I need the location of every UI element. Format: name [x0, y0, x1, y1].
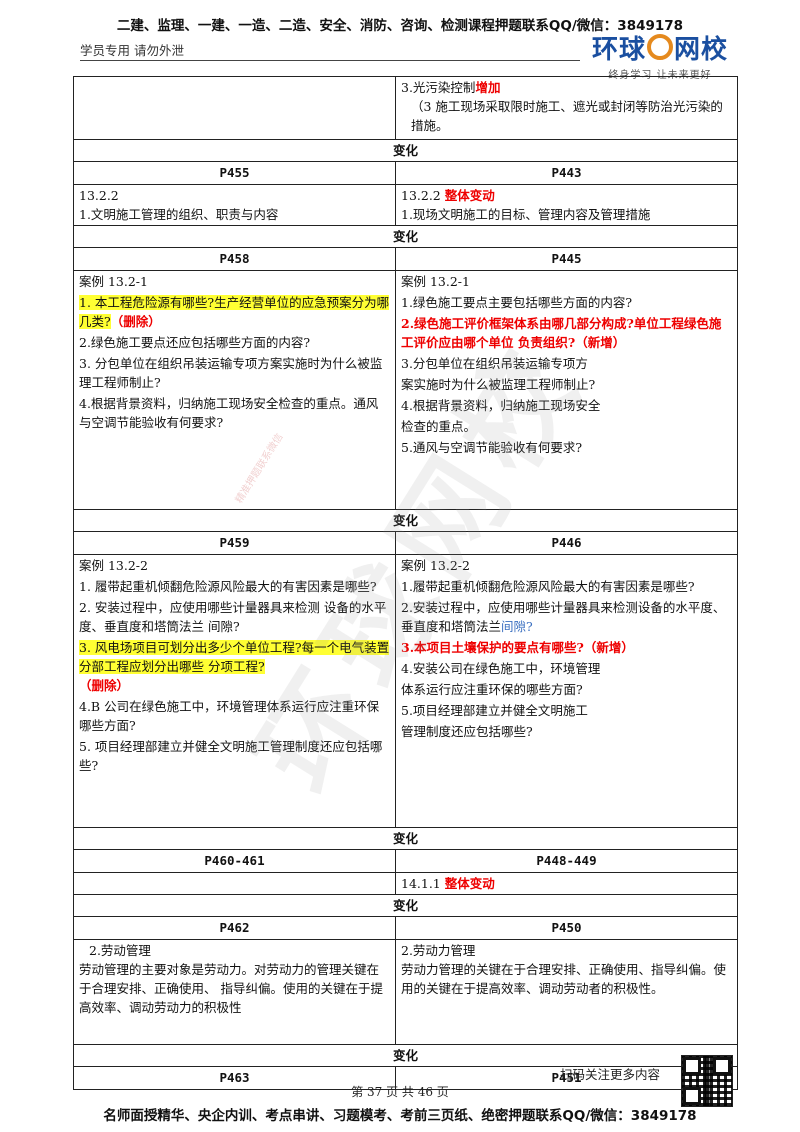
table-row: 3.光污染控制增加 （3 施工现场采取限时施工、遮光或封闭等防治光污染的措施。 [73, 76, 738, 140]
header-divider [80, 60, 580, 61]
empty-cell [73, 76, 396, 140]
comparison-table: 3.光污染控制增加 （3 施工现场采取限时施工、遮光或封闭等防治光污染的措施。 … [73, 76, 738, 1090]
subheader-notice: 学员专用 请勿外泄 [80, 43, 184, 58]
table-row: 2.劳动管理 劳动管理的主要对象是劳动力。对劳动力的管理关键在于合理安排、正确使… [73, 939, 738, 1045]
case-title: 案例 13.2-1 [79, 274, 148, 289]
new-page-number: P446 [395, 531, 738, 555]
question: 4.安装公司在绿色施工中，环境管理 [401, 661, 601, 676]
cell: 3.光污染控制增加 （3 施工现场采取限时施工、遮光或封闭等防治光污染的措施。 [395, 76, 738, 140]
cell: 13.2.2 整体变动 1.现场文明施工的目标、管理内容及管理措施 [395, 184, 738, 226]
qr-code-icon[interactable] [681, 1055, 733, 1107]
added-tag: （新增） [575, 335, 626, 350]
deleted-tag: （删除） [79, 678, 130, 693]
question: 2.安装过程中，应使用哪些计量器具来检测设备的水平度、垂直度和塔筒法兰 [401, 600, 726, 634]
question-cont: 体系运行应注重环保的哪些方面? [401, 682, 583, 697]
top-banner: 二建、监理、一建、一造、二造、安全、消防、咨询、检测课程押题联系QQ/微信：38… [116, 18, 684, 34]
logo-slogan: 终身学习 让未来更好 [608, 70, 712, 81]
logo-text-a: 环球 [591, 35, 646, 65]
case-title: 案例 13.2-2 [79, 558, 148, 573]
new-page-number: P450 [395, 916, 738, 940]
new-page-number: P445 [395, 247, 738, 271]
cell: 2.劳动力管理 劳动力管理的关键在于合理安排、正确使用、指导纠偏。使用的关键在于… [395, 939, 738, 1045]
case-title: 案例 13.2-2 [401, 558, 470, 573]
logo-text-b: 网校 [674, 35, 729, 65]
table-row: 13.2.2 1.文明施工管理的组织、职责与内容 13.2.2 整体变动 1.现… [73, 184, 738, 226]
section-number: 14.1.1 [401, 876, 441, 891]
scan-hint: 扫码关注更多内容 [560, 1067, 661, 1082]
item-text: 1.现场文明施工的目标、管理内容及管理措施 [401, 207, 651, 222]
new-page-number: P443 [395, 161, 738, 185]
question: 2. 安装过程中，应使用哪些计量器具来检测 设备的水平度、垂直度和塔筒法兰 间隙… [79, 600, 387, 634]
table-row: 案例 13.2-2 1. 履带起重机倾翻危险源风险最大的有害因素是哪些? 2. … [73, 554, 738, 828]
change-header: 变化 [73, 225, 738, 248]
row0-title: 3.光污染控制 [401, 80, 476, 95]
question-cont: 管理制度还应包括哪些? [401, 724, 533, 739]
change-tag: 整体变动 [444, 876, 495, 891]
new-page-number: P448-449 [395, 849, 738, 873]
cell: 案例 13.2-2 1. 履带起重机倾翻危险源风险最大的有害因素是哪些? 2. … [73, 554, 396, 828]
old-page-number: P459 [73, 531, 396, 555]
question-cont: 间隙? [501, 619, 533, 634]
deleted-tag: （删除） [110, 314, 161, 329]
question: 3.分包单位在组织吊装运输专项方 [401, 356, 588, 371]
item-title: 2.劳动管理 [89, 943, 151, 958]
question-cont: 案实施时为什么被监理工程师制止? [401, 377, 596, 392]
change-header: 变化 [73, 894, 738, 917]
cell: 2.劳动管理 劳动管理的主要对象是劳动力。对劳动力的管理关键在于合理安排、正确使… [73, 939, 396, 1045]
new-page-number: P451 [395, 1066, 738, 1090]
cell: 案例 13.2-1 1.绿色施工要点主要包括哪些方面的内容? 2.绿色施工评价框… [395, 270, 738, 510]
page-number: 第 37 页 共 46 页 [351, 1085, 449, 1099]
question: 1.绿色施工要点主要包括哪些方面的内容? [401, 295, 633, 310]
section-number: 13.2.2 [401, 188, 441, 203]
item-title: 2.劳动力管理 [401, 943, 476, 958]
question-cont: 检查的重点。 [401, 419, 477, 434]
item-body: 劳动管理的主要对象是劳动力。对劳动力的管理关键在于合理安排、正确使用、 指导纠偏… [79, 962, 383, 1015]
new-question: 3.本项目土壤保护的要点有哪些?（新增） [401, 640, 634, 655]
bottom-banner: 名师面授精华、央企内训、考点串讲、习题模考、考前三页纸、绝密押题联系QQ/微信：… [103, 1108, 697, 1124]
empty-cell [73, 872, 396, 895]
table-row: 14.1.1 整体变动 [73, 872, 738, 895]
cell: 14.1.1 整体变动 [395, 872, 738, 895]
question: 2.绿色施工要点还应包括哪些方面的内容? [79, 335, 311, 350]
new-question: 2.绿色施工评价框架体系由哪几部分构成?单位工程绿色施工评价应由哪个单位 负责组… [401, 316, 722, 350]
question: 5.通风与空调节能验收有何要求? [401, 440, 583, 455]
old-page-number: P463 [73, 1066, 396, 1090]
cell: 13.2.2 1.文明施工管理的组织、职责与内容 [73, 184, 396, 226]
added-tag: 增加 [475, 80, 501, 95]
change-header: 变化 [73, 139, 738, 162]
old-page-number: P455 [73, 161, 396, 185]
question: 4.根据背景资料，归纳施工现场安全 [401, 398, 601, 413]
item-body: 劳动力管理的关键在于合理安排、正确使用、指导纠偏。使用的关键在于提高效率、调动劳… [401, 962, 727, 996]
case-title: 案例 13.2-1 [401, 274, 470, 289]
question: 3. 分包单位在组织吊装运输专项方案实施时为什么被监理工程师制止? [79, 356, 383, 390]
cell: 案例 13.2-2 1.履带起重机倾翻危险源风险最大的有害因素是哪些? 2.安装… [395, 554, 738, 828]
row0-body: （3 施工现场采取限时施工、遮光或封闭等防治光污染的措施。 [411, 99, 723, 133]
question: 1. 履带起重机倾翻危险源风险最大的有害因素是哪些? [79, 579, 377, 594]
old-page-number: P462 [73, 916, 396, 940]
question: 4.根据背景资料，归纳施工现场安全检查的重点。通风与空调节能验收有何要求? [79, 396, 379, 430]
old-page-number: P460-461 [73, 849, 396, 873]
cell: 案例 13.2-1 1. 本工程危险源有哪些?生产经营单位的应急预案分为哪几类?… [73, 270, 396, 510]
question: 5. 项目经理部建立并健全文明施工管理制度还应包括哪些? [79, 739, 383, 773]
question: 1.履带起重机倾翻危险源风险最大的有害因素是哪些? [401, 579, 695, 594]
change-header: 变化 [73, 827, 738, 850]
change-tag: 整体变动 [444, 188, 495, 203]
section-number: 13.2.2 [79, 188, 119, 203]
item-text: 1.文明施工管理的组织、职责与内容 [79, 207, 279, 222]
question: 4.B 公司在绿色施工中，环境管理体系运行应注重环保哪些方面? [79, 699, 380, 733]
question: 5.项目经理部建立并健全文明施工 [401, 703, 588, 718]
logo-ring-icon [647, 34, 673, 60]
old-page-number: P458 [73, 247, 396, 271]
brand-logo: 环球网校 终身学习 让未来更好 [590, 34, 730, 81]
table-row: 案例 13.2-1 1. 本工程危险源有哪些?生产经营单位的应急预案分为哪几类?… [73, 270, 738, 510]
